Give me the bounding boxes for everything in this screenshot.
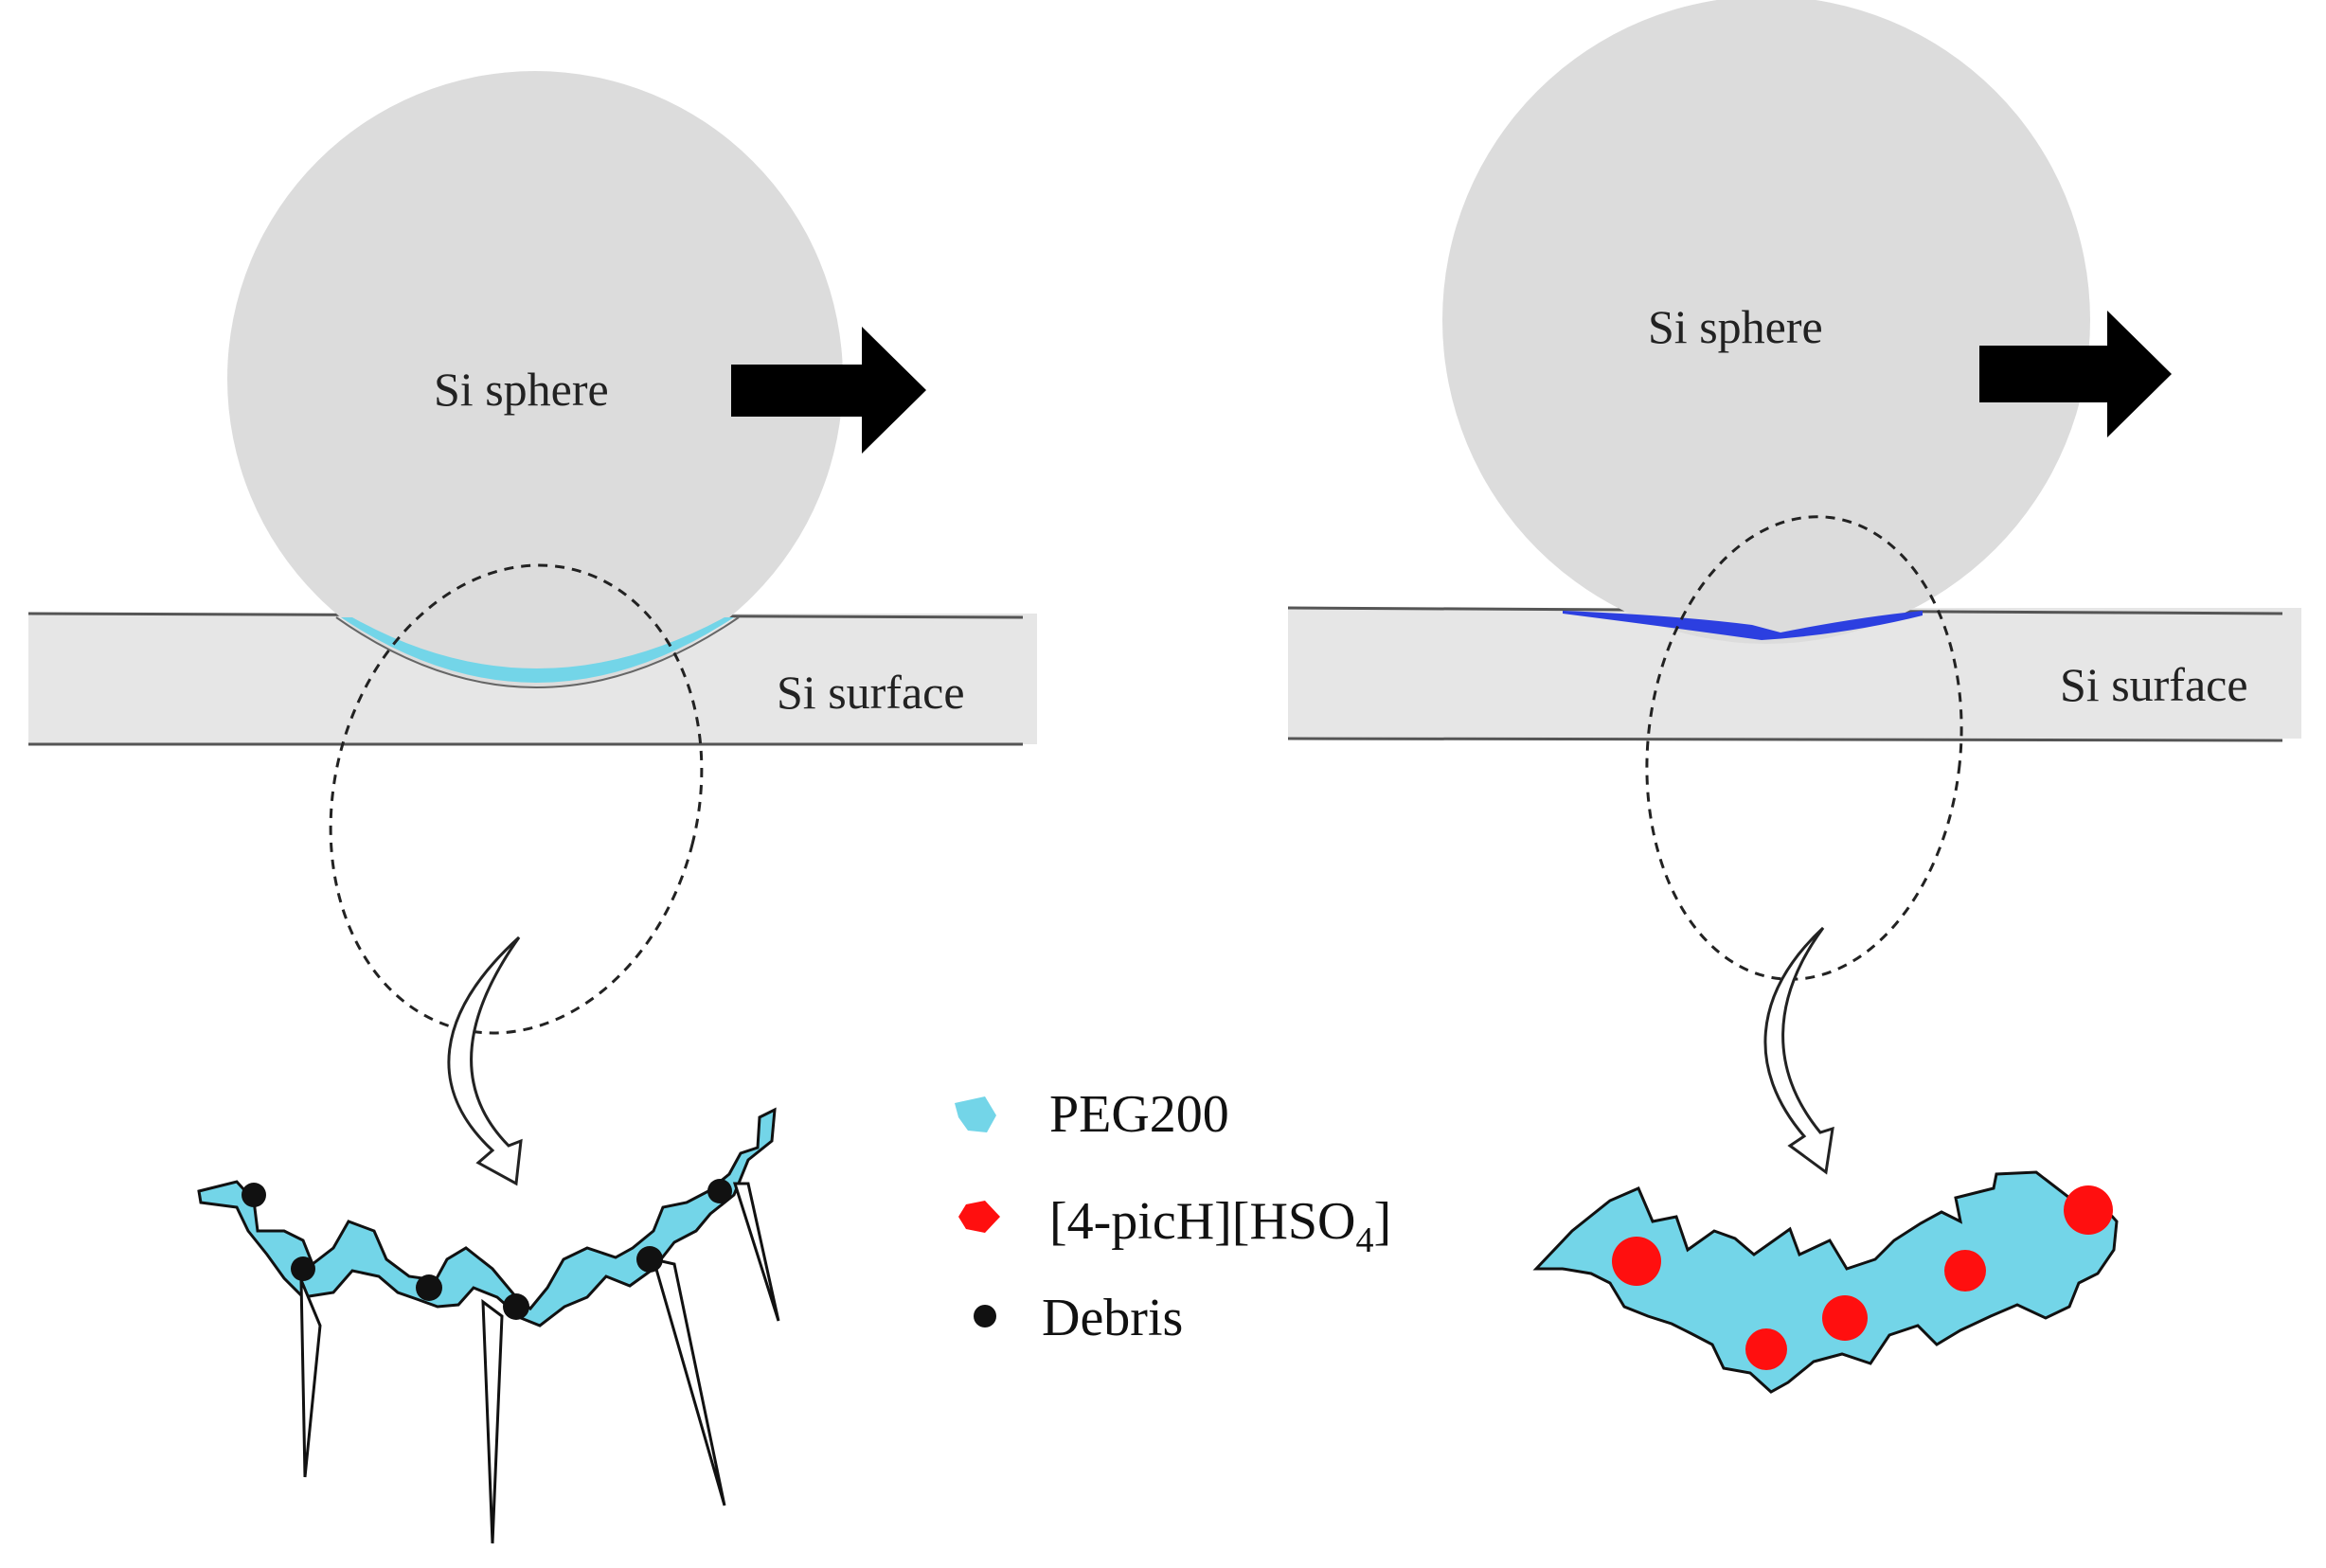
right-ionic-liquid-particles bbox=[1612, 1185, 2113, 1370]
legend-label-ionic-liquid: [4-picH][HSO4] bbox=[1049, 1192, 1391, 1260]
left-panel bbox=[27, 71, 1037, 1544]
debris-particle bbox=[242, 1183, 266, 1207]
right-peg-layer bbox=[1532, 1170, 2119, 1394]
left-surface-label: Si surface bbox=[777, 666, 965, 719]
legend-label-ionic-liquid-suffix: ] bbox=[1373, 1192, 1391, 1251]
ionic-liquid-particle bbox=[1745, 1328, 1787, 1370]
ionic-liquid-particle bbox=[1612, 1237, 1661, 1286]
debris-particle bbox=[291, 1256, 315, 1281]
left-magnified-interface bbox=[197, 1107, 780, 1544]
left-crack-2 bbox=[481, 1298, 504, 1544]
ionic-liquid-particle bbox=[1944, 1250, 1986, 1292]
debris-particle bbox=[636, 1246, 663, 1273]
left-sphere-label: Si sphere bbox=[434, 363, 609, 416]
left-debris bbox=[242, 1179, 732, 1320]
debris-particle bbox=[503, 1293, 529, 1320]
legend-label-debris: Debris bbox=[1042, 1289, 1183, 1347]
legend-label-ionic-liquid-main: [4-picH][HSO bbox=[1049, 1192, 1355, 1251]
left-crack-3 bbox=[651, 1256, 726, 1506]
left-peg-layer bbox=[197, 1107, 777, 1327]
legend-label-ionic-liquid-sub: 4 bbox=[1355, 1221, 1373, 1260]
legend-label-peg: PEG200 bbox=[1049, 1085, 1229, 1144]
right-sphere-label: Si sphere bbox=[1648, 300, 1823, 353]
left-sliding-arrow bbox=[731, 327, 926, 454]
right-magnified-interface bbox=[1532, 1170, 2119, 1394]
right-il-film bbox=[1563, 611, 1923, 640]
ionic-liquid-icon bbox=[958, 1201, 1000, 1233]
left-peg-film bbox=[341, 617, 734, 683]
right-zoom-ellipse bbox=[1645, 515, 1963, 981]
left-zoom-arrow bbox=[447, 935, 523, 1186]
legend: PEG200 [4-picH][HSO4] Debris bbox=[955, 1085, 1391, 1347]
left-crack-1 bbox=[299, 1279, 322, 1478]
right-surface-label: Si surface bbox=[2060, 658, 2248, 711]
ionic-liquid-particle bbox=[1822, 1295, 1868, 1341]
peg-drop-icon bbox=[955, 1096, 996, 1132]
left-contact-arc bbox=[335, 616, 740, 688]
left-crack-4 bbox=[732, 1182, 780, 1322]
ionic-liquid-particle bbox=[2064, 1185, 2113, 1235]
debris-particle bbox=[416, 1274, 442, 1301]
debris-icon bbox=[974, 1305, 996, 1327]
right-sliding-arrow bbox=[1979, 311, 2172, 437]
left-si-sphere bbox=[227, 71, 843, 686]
right-panel bbox=[1287, 0, 2301, 1394]
right-si-sphere bbox=[1442, 0, 2090, 644]
debris-particle bbox=[707, 1179, 732, 1203]
right-zoom-arrow bbox=[1763, 926, 1834, 1175]
right-surface-bottom-edge bbox=[1287, 737, 2283, 742]
